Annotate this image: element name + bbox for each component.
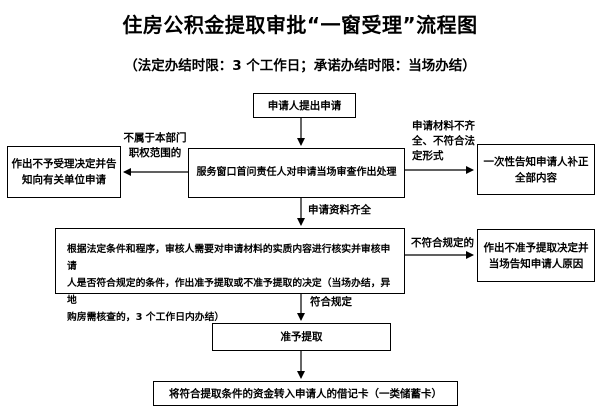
node-transfer-funds: 将符合提取条件的资金转入申请人的借记卡（一类储蓄卡）	[153, 381, 458, 406]
node-deny-withdrawal: 作出不准予提取决定并 当场告知申请人原因	[477, 229, 595, 282]
edge-label-conforming: 符合规定	[310, 296, 352, 308]
edge-label-materials-complete: 申请资料齐全	[308, 204, 371, 216]
node-reject-and-refer: 作出不予受理决定并告 知向有关单位申请	[7, 146, 121, 198]
node-approve-withdrawal: 准予提取	[212, 323, 391, 351]
node-window-onsite-review: 服务窗口首问责任人对申请当场审查作出处理	[188, 148, 405, 198]
node-onetime-correction-notice: 一次性告知申请人补正 全部内容	[477, 144, 595, 195]
edge-label-nonconforming: 不符合规定的	[411, 237, 474, 249]
page-subtitle: （法定办结时限：3 个工作日；承诺办结时限：当场办结）	[124, 58, 476, 74]
page-title: 住房公积金提取审批“一窗受理”流程图	[122, 13, 478, 37]
edge-label-materials-incomplete: 申请材料不齐 全、不符合法 定形式	[412, 120, 475, 162]
edge-label-not-in-scope: 不属于本部门 职权范围的	[123, 132, 187, 159]
node-substantive-review: 根据法定条件和程序，审核人需要对申请材料的实质内容进行核实并审核申请 人是否符合…	[55, 228, 405, 323]
node-applicant-submits: 申请人提出申请	[253, 93, 356, 118]
